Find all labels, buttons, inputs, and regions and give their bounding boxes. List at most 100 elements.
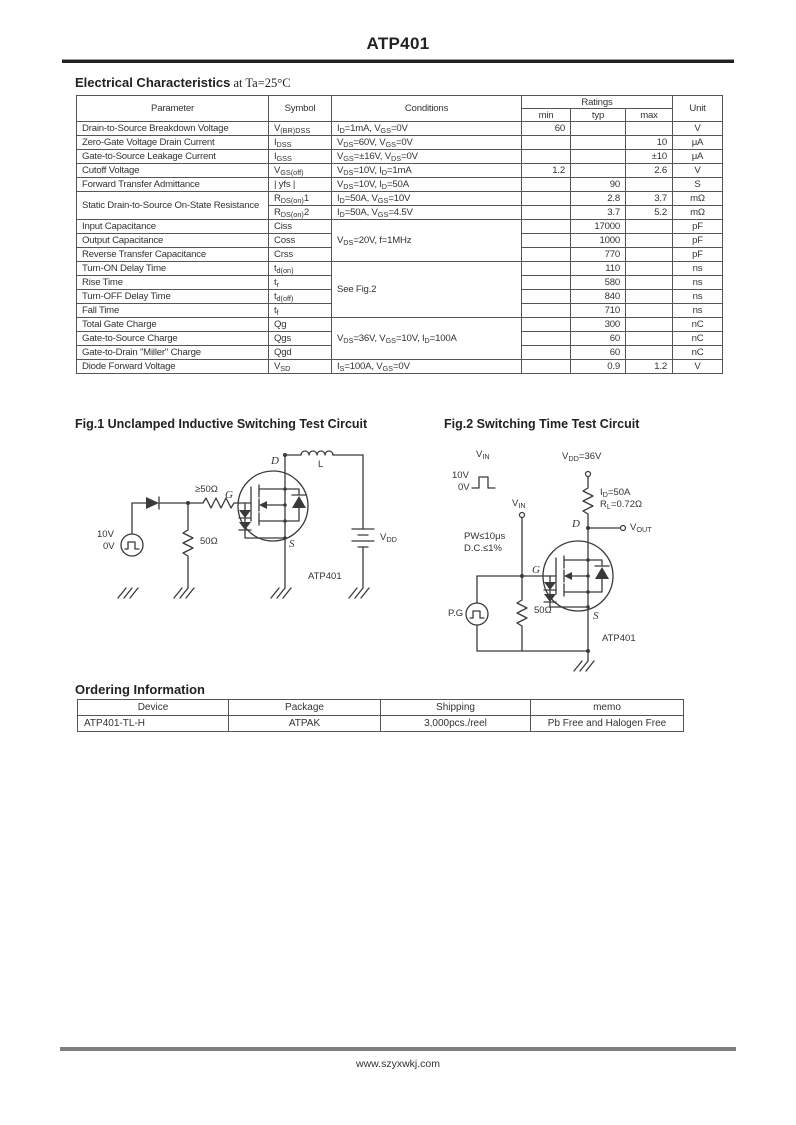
col-header-unit: Unit <box>672 95 723 122</box>
cell-min <box>521 275 571 290</box>
cell-param: Gate-to-Source Leakage Current <box>76 149 269 164</box>
fig1-inductor-label: L <box>318 459 324 470</box>
ordering-information-heading: Ordering Information <box>75 682 205 697</box>
col-header-conditions: Conditions <box>331 95 522 122</box>
cell-max <box>625 247 673 262</box>
cell-unit: V <box>672 359 723 374</box>
cell-max <box>625 303 673 318</box>
cell-max: 2.6 <box>625 163 673 178</box>
fig2-id-label: ID=50A <box>600 487 631 499</box>
cell-cond: ID=50A, VGS=4.5V <box>331 205 522 220</box>
cell-sym: tf <box>268 303 332 318</box>
fig2-duty-cycle-label: D.C.≤1% <box>464 543 502 554</box>
cell-param: Input Capacitance <box>76 219 269 234</box>
cell-max: 10 <box>625 135 673 150</box>
cell-typ: 90 <box>570 177 626 192</box>
cell-max <box>625 289 673 304</box>
cell-sym: RDS(on)2 <box>268 205 332 220</box>
fig1-circuit: 10V 0V ≥50Ω 50Ω G D S L VDD ATP401 <box>75 440 460 645</box>
cell-typ: 3.7 <box>570 205 626 220</box>
fig1-source-label: S <box>289 538 295 550</box>
cell-typ <box>570 149 626 164</box>
cell-sym: Ciss <box>268 219 332 234</box>
cell-min <box>521 261 571 276</box>
cell-typ: 60 <box>570 331 626 346</box>
cell-param: Turn-ON Delay Time <box>76 261 269 276</box>
cell-min <box>521 345 571 360</box>
cell-sym: td(on) <box>268 261 332 276</box>
table-row: Forward Transfer Admittance| yfs |VDS=10… <box>76 177 723 192</box>
col-header-typ: typ <box>570 108 626 122</box>
cell-unit: pF <box>672 247 723 262</box>
cell-typ: 580 <box>570 275 626 290</box>
fig2-drain-label: D <box>572 518 580 530</box>
heading-bold-text: Electrical Characteristics <box>75 75 231 90</box>
cell-unit: nC <box>672 331 723 346</box>
cell-unit: μA <box>672 135 723 150</box>
table-subheader-row: min typ max <box>77 108 723 122</box>
cell-unit: V <box>672 163 723 178</box>
fig2-source-label: S <box>593 610 599 622</box>
cell-sym: Coss <box>268 233 332 248</box>
cell-sym: VSD <box>268 359 332 374</box>
cell-unit: V <box>672 121 723 136</box>
fig2-pulse-width-label: PW≤10μs <box>464 531 506 542</box>
electrical-characteristics-heading: Electrical Characteristics at Ta=25°C <box>75 75 291 91</box>
fig2-pulse-high-label: 10V <box>452 470 469 481</box>
cell-cond: ID=1mA, VGS=0V <box>331 121 522 136</box>
cell-min <box>521 177 571 192</box>
cell-max <box>625 177 673 192</box>
fig1-pulse-low-label: 0V <box>103 541 115 552</box>
cell-param: Rise Time <box>76 275 269 290</box>
cell-param: Gate-to-Source Charge <box>76 331 269 346</box>
cell-typ: 840 <box>570 289 626 304</box>
cell-min <box>521 233 571 248</box>
fig2-circuit-svg <box>465 470 627 672</box>
cell-param: Cutoff Voltage <box>76 163 269 178</box>
table-row: Static Drain-to-Source On-State Resistan… <box>76 191 723 220</box>
cell-sym: Qgs <box>268 331 332 346</box>
cell-sym: tr <box>268 275 332 290</box>
cell-unit: ns <box>672 303 723 318</box>
footer-rule <box>60 1047 736 1051</box>
cell-typ: 300 <box>570 317 626 332</box>
cell-typ <box>570 135 626 150</box>
fig2-gate-label: G <box>532 564 540 576</box>
cell-min: 1.2 <box>521 163 571 178</box>
cell-param: Diode Forward Voltage <box>76 359 269 374</box>
cell-max <box>625 275 673 290</box>
cell-sym: VGS(off) <box>268 163 332 178</box>
fig1-shunt-resistor-label: 50Ω <box>200 536 218 547</box>
fig2-vout-label: VOUT <box>630 522 652 534</box>
fig1-caption: Fig.1 Unclamped Inductive Switching Test… <box>75 417 368 431</box>
cell-unit: pF <box>672 233 723 248</box>
cell-param: Total Gate Charge <box>76 317 269 332</box>
cell-min <box>521 191 571 206</box>
cell-unit: ns <box>672 261 723 276</box>
fig2-shunt-resistor-label: 50Ω <box>534 605 552 616</box>
cell-min <box>521 359 571 374</box>
ordering-col-header: Package <box>228 699 381 716</box>
cell-typ: 0.9 <box>570 359 626 374</box>
cell-sym: td(off) <box>268 289 332 304</box>
ordering-col-header: memo <box>530 699 684 716</box>
cell-sym: IGSS <box>268 149 332 164</box>
cell-param: Reverse Transfer Capacitance <box>76 247 269 262</box>
cell-typ <box>570 121 626 136</box>
cell-param: Zero-Gate Voltage Drain Current <box>76 135 269 150</box>
cell-min <box>521 331 571 346</box>
cell-typ: 1000 <box>570 233 626 248</box>
cell-unit: nC <box>672 317 723 332</box>
cell-max <box>625 219 673 234</box>
ordering-cell: Pb Free and Halogen Free <box>530 715 684 732</box>
cell-cond: VDS=60V, VGS=0V <box>331 135 522 150</box>
fig1-pulse-high-label: 10V <box>97 529 114 540</box>
electrical-characteristics-table: Parameter Symbol Conditions Ratings Unit… <box>76 95 723 374</box>
